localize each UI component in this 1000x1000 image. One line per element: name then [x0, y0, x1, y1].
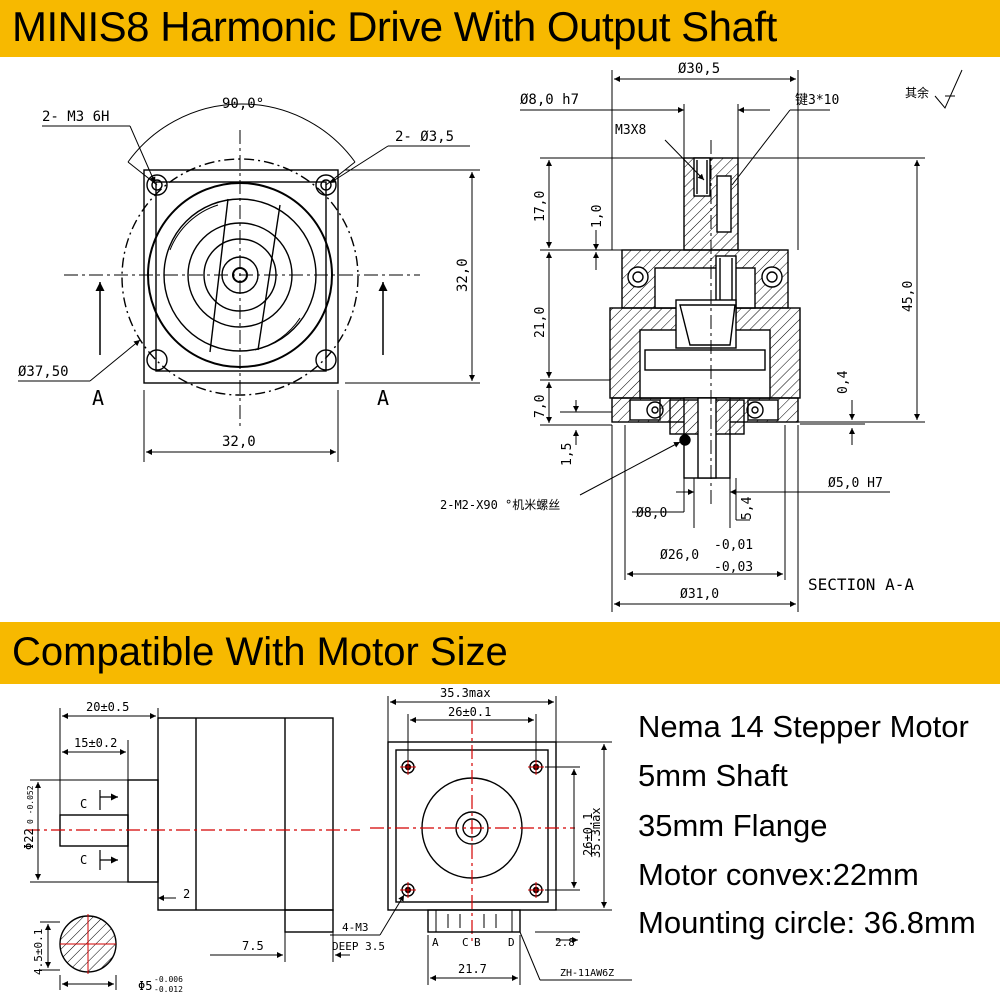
dim-d26: Ø26,0 — [660, 548, 699, 563]
section-view-labels: Ø30,5 Ø8,0 h7 其余 键3*10 M3X8 17,0 1,0 21,… — [440, 61, 929, 602]
dim-2-8: 2.8 — [555, 936, 575, 949]
dim-1-5: 1,5 — [560, 443, 575, 466]
dim-d31: Ø31,0 — [680, 587, 719, 602]
holes-note: 4-M3 — [342, 921, 369, 934]
subtitle-banner: Compatible With Motor Size — [0, 622, 1000, 684]
front-view-labels: 2- M3 6H 90,0° 2- Ø3,5 Ø37,50 32,0 32,0 … — [18, 96, 471, 450]
dim-phi5: Φ5 — [138, 979, 152, 993]
screw-label: M3X8 — [615, 123, 646, 138]
front-view — [18, 103, 480, 462]
dim-26-vertical: 26±0.1 — [581, 813, 595, 856]
motor-side-view — [26, 708, 360, 990]
dim-d5: Ø5,0 H7 — [828, 476, 883, 491]
dim-d8: Ø8,0 — [636, 506, 667, 521]
pin-c: C — [462, 936, 469, 949]
dim-45: 45,0 — [901, 281, 916, 312]
dim-21: 21,0 — [533, 307, 548, 338]
key-note: 键3*10 — [795, 93, 839, 108]
dim-1: 1,0 — [590, 205, 605, 228]
dim-2: 2 — [183, 887, 190, 901]
dim-phi5-tol-lower: -0.012 — [154, 985, 183, 994]
subtitle-text: Compatible With Motor Size — [12, 630, 508, 674]
dim-17: 17,0 — [533, 191, 548, 222]
screw-note: 2-M2-X90 °机米螺丝 — [440, 498, 560, 512]
dim-20: 20±0.5 — [86, 700, 129, 714]
top-dia-label: Ø30,5 — [678, 61, 720, 77]
flange-inner — [155, 181, 327, 372]
tol-lower: -0,03 — [714, 560, 753, 575]
spec-item: Mounting circle: 36.8mm — [638, 905, 976, 940]
title-banner: MINIS8 Harmonic Drive With Output Shaft — [0, 0, 1000, 57]
mount-holes — [146, 174, 337, 371]
dim-4-5: 4.5±0.1 — [32, 929, 45, 975]
spec-item: 35mm Flange — [638, 808, 828, 843]
dim-7-5: 7.5 — [242, 939, 264, 953]
motor-side-labels: 20±0.5 15±0.2 Φ22 0 -0.052 2 C C 7.5 4.5… — [22, 700, 264, 994]
spec-item: Nema 14 Stepper Motor — [638, 709, 969, 744]
connector-label: ZH-11AW6Z — [560, 968, 614, 979]
pin-b: B — [474, 936, 481, 949]
tol-upper: -0,01 — [714, 538, 753, 553]
section-c-bottom: C — [80, 853, 87, 867]
pin-a: A — [432, 936, 439, 949]
spec-item: 5mm Shaft — [638, 758, 788, 793]
motor-front-labels: 35.3max 26±0.1 26±0.1 35.3max 4-M3 DEEP … — [332, 686, 614, 979]
width-label: 32,0 — [222, 434, 256, 450]
height-label: 32,0 — [455, 258, 471, 292]
dim-phi5-tol-upper: -0.006 — [154, 975, 183, 984]
motor-front-view — [330, 696, 632, 985]
section-view — [520, 69, 963, 612]
section-c-top: C — [80, 797, 87, 811]
dim-21-7: 21.7 — [458, 962, 487, 976]
surface-note: 其余 — [905, 85, 929, 100]
spec-item: Motor convex:22mm — [638, 857, 919, 892]
depth-note: DEEP 3.5 — [332, 940, 385, 953]
through-hole-label: 2- Ø3,5 — [395, 129, 454, 145]
dim-7: 7,0 — [533, 395, 548, 418]
hole-label: 2- M3 6H — [42, 109, 109, 125]
circle-dia-label: Ø37,50 — [18, 364, 69, 380]
angle-label: 90,0° — [222, 96, 264, 112]
dim-phi22-tol: 0 -0.052 — [26, 785, 35, 824]
dim-0-4: 0,4 — [836, 370, 851, 394]
section-mark-right: A — [377, 386, 389, 410]
dim-15: 15±0.2 — [74, 736, 117, 750]
dim-phi22: Φ22 — [22, 828, 36, 850]
section-label: SECTION A-A — [808, 575, 914, 594]
pin-d: D — [508, 936, 515, 949]
dim-35-3-vertical: 35.3max — [589, 807, 603, 858]
flange-square — [143, 169, 339, 384]
title-text: MINIS8 Harmonic Drive With Output Shaft — [12, 3, 777, 50]
shaft-dia-label: Ø8,0 h7 — [520, 92, 579, 108]
dim-26: 26±0.1 — [448, 705, 491, 719]
dim-35-3: 35.3max — [440, 686, 491, 700]
dim-5-4: 5,4 — [740, 496, 755, 520]
section-mark-left: A — [92, 386, 104, 410]
